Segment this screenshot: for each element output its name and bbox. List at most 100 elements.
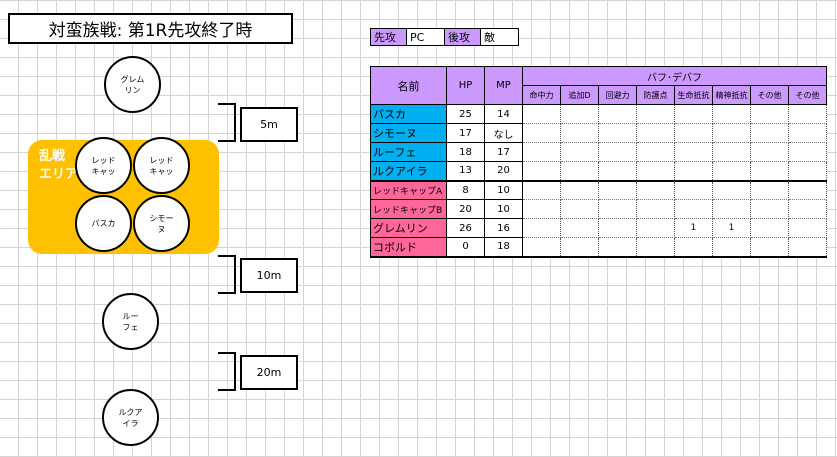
row-hp[interactable]: 26 bbox=[446, 218, 485, 238]
row-fx-cell[interactable] bbox=[522, 199, 561, 219]
token-pasuka[interactable]: パスカ bbox=[75, 195, 132, 252]
row-mp[interactable]: 10 bbox=[484, 180, 523, 200]
row-fx-cell[interactable] bbox=[522, 180, 561, 200]
row-fx-cell[interactable] bbox=[712, 237, 751, 258]
row-fx-cell[interactable] bbox=[522, 218, 561, 238]
row-fx-cell[interactable] bbox=[750, 104, 789, 124]
row-name[interactable]: レッドキャップB bbox=[370, 199, 447, 219]
second-attack-value[interactable]: 敵 bbox=[480, 28, 519, 46]
row-fx-cell[interactable] bbox=[750, 218, 789, 238]
row-fx-cell[interactable] bbox=[636, 161, 675, 182]
row-fx-cell[interactable] bbox=[788, 161, 827, 182]
row-fx-cell[interactable] bbox=[712, 180, 751, 200]
row-name[interactable]: レッドキャップA bbox=[370, 180, 447, 200]
row-fx-cell[interactable] bbox=[560, 123, 599, 143]
row-fx-cell[interactable] bbox=[522, 161, 561, 182]
row-name[interactable]: シモーヌ bbox=[370, 123, 447, 143]
row-fx-cell[interactable] bbox=[598, 237, 637, 258]
row-fx-cell[interactable] bbox=[598, 199, 637, 219]
token-gremlin[interactable]: グレム リン bbox=[104, 56, 161, 113]
row-fx-cell[interactable] bbox=[598, 161, 637, 182]
row-fx-cell[interactable] bbox=[636, 123, 675, 143]
row-fx-cell[interactable]: 1 bbox=[674, 218, 713, 238]
row-fx-cell[interactable] bbox=[788, 237, 827, 258]
row-name[interactable]: パスカ bbox=[370, 104, 447, 124]
row-fx-cell[interactable] bbox=[674, 237, 713, 258]
row-fx-cell[interactable] bbox=[712, 123, 751, 143]
row-fx-cell[interactable] bbox=[636, 142, 675, 162]
status-table: 名前 HP MP バフ･デバフ 命中力 追加D 回避力 防護点 生命抵抗 精神抵… bbox=[370, 66, 827, 258]
col-header-accuracy: 命中力 bbox=[522, 85, 561, 105]
row-fx-cell[interactable] bbox=[750, 180, 789, 200]
token-shimone[interactable]: シモー ヌ bbox=[133, 195, 190, 252]
row-hp[interactable]: 18 bbox=[446, 142, 485, 162]
row-fx-cell[interactable] bbox=[560, 199, 599, 219]
row-fx-cell[interactable]: 1 bbox=[712, 218, 751, 238]
row-fx-cell[interactable] bbox=[788, 123, 827, 143]
row-mp[interactable]: なし bbox=[484, 123, 523, 143]
row-fx-cell[interactable] bbox=[788, 199, 827, 219]
row-fx-cell[interactable] bbox=[636, 218, 675, 238]
row-fx-cell[interactable] bbox=[522, 142, 561, 162]
row-name[interactable]: グレムリン bbox=[370, 218, 447, 238]
row-fx-cell[interactable] bbox=[750, 123, 789, 143]
row-fx-cell[interactable] bbox=[560, 142, 599, 162]
token-rufe[interactable]: ルー フェ bbox=[102, 293, 159, 350]
row-name[interactable]: ルクアイラ bbox=[370, 161, 447, 182]
row-fx-cell[interactable] bbox=[598, 123, 637, 143]
row-fx-cell[interactable] bbox=[750, 161, 789, 182]
row-mp[interactable]: 16 bbox=[484, 218, 523, 238]
row-fx-cell[interactable] bbox=[560, 237, 599, 258]
row-fx-cell[interactable] bbox=[750, 142, 789, 162]
row-fx-cell[interactable] bbox=[522, 237, 561, 258]
row-fx-cell[interactable] bbox=[750, 237, 789, 258]
row-fx-cell[interactable] bbox=[636, 199, 675, 219]
row-fx-cell[interactable] bbox=[560, 180, 599, 200]
row-fx-cell[interactable] bbox=[522, 123, 561, 143]
row-fx-cell[interactable] bbox=[598, 142, 637, 162]
row-fx-cell[interactable] bbox=[598, 104, 637, 124]
row-fx-cell[interactable] bbox=[674, 123, 713, 143]
row-hp[interactable]: 20 bbox=[446, 199, 485, 219]
row-fx-cell[interactable] bbox=[674, 180, 713, 200]
row-fx-cell[interactable] bbox=[560, 161, 599, 182]
row-fx-cell[interactable] bbox=[712, 161, 751, 182]
row-fx-cell[interactable] bbox=[712, 104, 751, 124]
row-fx-cell[interactable] bbox=[750, 199, 789, 219]
row-fx-cell[interactable] bbox=[636, 237, 675, 258]
row-mp[interactable]: 18 bbox=[484, 237, 523, 258]
row-fx-cell[interactable] bbox=[674, 104, 713, 124]
row-fx-cell[interactable] bbox=[674, 199, 713, 219]
row-fx-cell[interactable] bbox=[712, 199, 751, 219]
row-fx-cell[interactable] bbox=[598, 218, 637, 238]
row-fx-cell[interactable] bbox=[522, 104, 561, 124]
distance-label-5m: 5m bbox=[240, 107, 298, 142]
row-mp[interactable]: 14 bbox=[484, 104, 523, 124]
token-rukuaira[interactable]: ルクア イラ bbox=[102, 389, 159, 446]
row-mp[interactable]: 17 bbox=[484, 142, 523, 162]
row-hp[interactable]: 0 bbox=[446, 237, 485, 258]
row-fx-cell[interactable] bbox=[560, 218, 599, 238]
row-fx-cell[interactable] bbox=[636, 104, 675, 124]
row-fx-cell[interactable] bbox=[788, 180, 827, 200]
row-fx-cell[interactable] bbox=[636, 180, 675, 200]
row-name[interactable]: ルーフェ bbox=[370, 142, 447, 162]
row-hp[interactable]: 25 bbox=[446, 104, 485, 124]
row-name[interactable]: コボルド bbox=[370, 237, 447, 258]
row-hp[interactable]: 13 bbox=[446, 161, 485, 182]
row-fx-cell[interactable] bbox=[788, 142, 827, 162]
row-hp[interactable]: 17 bbox=[446, 123, 485, 143]
row-mp[interactable]: 10 bbox=[484, 199, 523, 219]
row-fx-cell[interactable] bbox=[788, 218, 827, 238]
row-fx-cell[interactable] bbox=[788, 104, 827, 124]
row-fx-cell[interactable] bbox=[712, 142, 751, 162]
row-fx-cell[interactable] bbox=[674, 161, 713, 182]
row-mp[interactable]: 20 bbox=[484, 161, 523, 182]
row-fx-cell[interactable] bbox=[598, 180, 637, 200]
row-hp[interactable]: 8 bbox=[446, 180, 485, 200]
row-fx-cell[interactable] bbox=[560, 104, 599, 124]
token-redcap-b[interactable]: レッド キャッ bbox=[133, 137, 190, 194]
row-fx-cell[interactable] bbox=[674, 142, 713, 162]
token-redcap-a[interactable]: レッド キャッ bbox=[75, 137, 132, 194]
first-attack-value[interactable]: PC bbox=[406, 28, 445, 46]
